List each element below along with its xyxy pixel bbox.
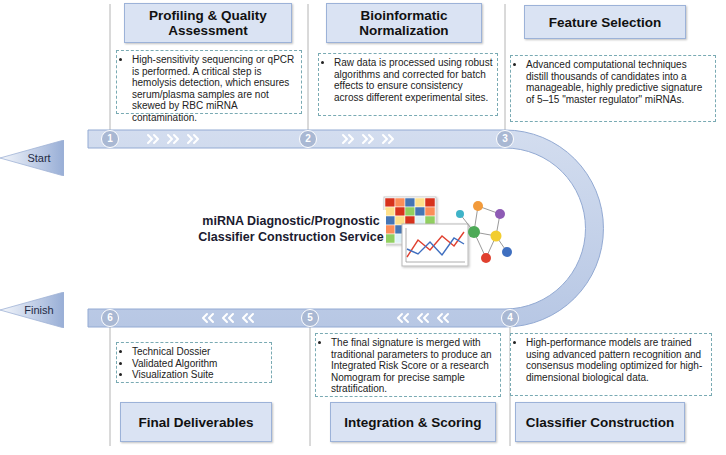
leader-line	[110, 4, 111, 132]
network-node	[495, 209, 505, 219]
header-text: Profiling & Quality Assessment	[131, 8, 285, 38]
finish-arrow: Finish	[0, 292, 64, 328]
diagram-title: miRNA Diagnostic/Prognostic Classifier C…	[196, 210, 386, 248]
bullet-list: High-sensitivity sequencing or qPCR is p…	[121, 54, 297, 123]
step-number: 2	[299, 130, 317, 148]
heatmap-cell	[385, 198, 395, 207]
header-text: Feature Selection	[549, 15, 662, 30]
bullet-list: Raw data is processed using robust algor…	[323, 57, 493, 103]
heatmap-cell	[415, 207, 425, 216]
chevron-group	[398, 314, 448, 322]
chart-line	[407, 238, 464, 255]
network-node	[473, 201, 483, 211]
step-number: 3	[496, 130, 514, 148]
heatmap-cell	[385, 207, 395, 216]
chevron-group	[148, 135, 198, 143]
arrow-label: Finish	[24, 304, 53, 316]
chart-frame	[402, 224, 468, 266]
step-description: Technical DossierValidated AlgorithmVisu…	[116, 342, 272, 383]
step-number-text: 6	[107, 313, 113, 323]
heatmap-cell	[385, 234, 395, 243]
bullet-text: The final signature is merged with tradi…	[331, 337, 496, 395]
bullet-text: Raw data is processed using robust algor…	[334, 57, 493, 103]
bullet-list: The final signature is merged with tradi…	[320, 337, 496, 395]
network-node	[491, 231, 502, 242]
heatmap-cell	[385, 225, 395, 234]
step-number: 4	[501, 309, 519, 327]
heatmap-cell	[395, 198, 405, 207]
bullet-text: High-performance models are trained usin…	[526, 337, 707, 383]
heatmap-cell	[415, 198, 425, 207]
leader-line	[505, 4, 506, 132]
line-chart-icon	[402, 224, 468, 266]
header-text: Final Deliverables	[139, 415, 254, 430]
step-description: Raw data is processed using robust algor…	[318, 53, 498, 116]
network-node	[468, 226, 480, 238]
step-description: High-performance models are trained usin…	[510, 333, 712, 396]
bullet-text: High-sensitivity sequencing or qPCR is p…	[132, 54, 297, 123]
network-node	[456, 210, 464, 218]
header-text: Bioinformatic Normalization	[333, 8, 475, 38]
step-header: Integration & Scoring	[330, 402, 496, 442]
step-header: Profiling & Quality Assessment	[124, 3, 292, 43]
chevron-group	[203, 314, 253, 322]
step-number-text: 4	[507, 313, 513, 323]
step-number-text: 2	[305, 134, 311, 144]
heatmap-cell	[385, 216, 395, 225]
header-text: Classifier Construction	[526, 415, 675, 430]
network-icon	[456, 201, 512, 263]
leader-lines	[110, 4, 510, 446]
arrow-shape	[0, 292, 64, 328]
step-number: 6	[101, 309, 119, 327]
arrow-label: Start	[27, 152, 50, 164]
header-text: Integration & Scoring	[344, 415, 481, 430]
step-header: Classifier Construction	[515, 402, 685, 442]
heatmap-cell	[425, 207, 435, 216]
bullet-text: Advanced computational techniques distil…	[526, 59, 711, 105]
leader-line	[308, 4, 309, 132]
step-number-text: 3	[502, 134, 508, 144]
step-number-text: 1	[107, 134, 113, 144]
heatmap-cell	[395, 207, 405, 216]
bullet-list: Technical DossierValidated AlgorithmVisu…	[121, 346, 267, 381]
chart-axes	[406, 228, 465, 262]
step-header: Bioinformatic Normalization	[326, 3, 482, 43]
chevron-group	[343, 135, 393, 143]
heatmap-cell	[405, 198, 415, 207]
bullet-text: Technical Dossier	[132, 346, 267, 358]
start-arrow: Start	[0, 140, 64, 176]
bullet-list: Advanced computational techniques distil…	[515, 59, 711, 105]
process-track	[88, 130, 603, 327]
step-header: Feature Selection	[524, 5, 686, 39]
heatmap-cell	[405, 207, 415, 216]
leader-line	[110, 326, 111, 446]
bullet-text: Visualization Suite	[132, 369, 267, 381]
step-description: Advanced computational techniques distil…	[510, 55, 716, 122]
step-number: 1	[101, 130, 119, 148]
bullet-text: Validated Algorithm	[132, 358, 267, 370]
step-number-text: 5	[307, 313, 313, 323]
bullet-list: High-performance models are trained usin…	[515, 337, 707, 383]
step-number: 5	[301, 309, 319, 327]
heatmap-cell	[425, 198, 435, 207]
network-node	[481, 253, 491, 263]
arrow-shape	[0, 140, 64, 176]
network-node	[502, 247, 512, 257]
step-description: The final signature is merged with tradi…	[315, 333, 501, 397]
chart-line	[407, 232, 464, 257]
step-header: Final Deliverables	[120, 402, 272, 442]
leader-line	[310, 326, 311, 446]
step-description: High-sensitivity sequencing or qPCR is p…	[116, 50, 302, 114]
